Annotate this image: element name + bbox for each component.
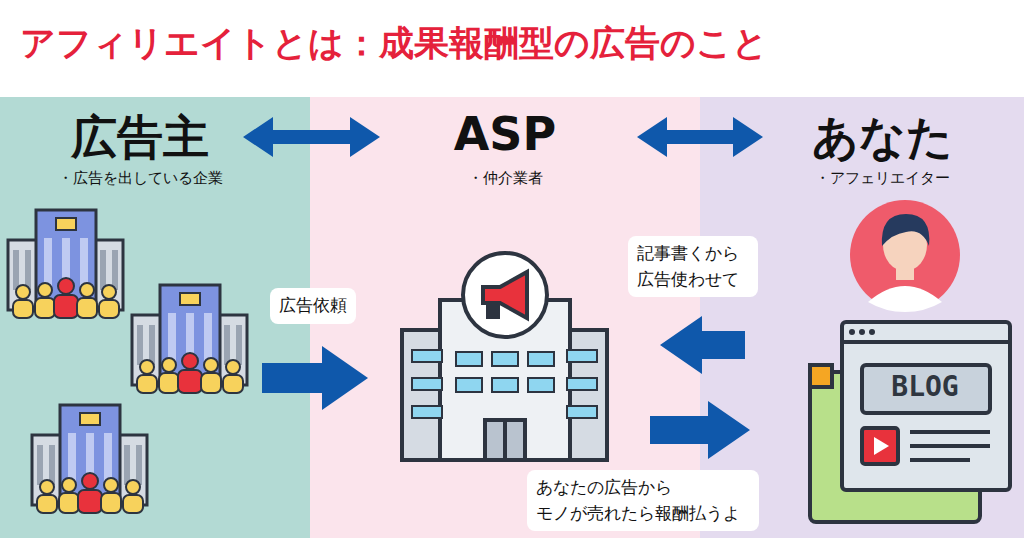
role-heading: あなた bbox=[812, 107, 953, 169]
title: アフィリエイトとは：成果報酬型の広告のこと bbox=[20, 20, 768, 67]
speech-bubble: 記事書くから 広告使わせて bbox=[628, 236, 758, 297]
speech-bubble: あなたの広告から モノが売れたら報酬払うよ bbox=[527, 470, 759, 531]
role-note: ・広告を出している企業 bbox=[58, 169, 223, 188]
role-note: ・アフェリエイター bbox=[815, 169, 950, 188]
role-heading: 広告主 bbox=[71, 107, 209, 169]
role-note: ・仲介業者 bbox=[468, 169, 543, 188]
speech-bubble: 広告依頼 bbox=[270, 288, 356, 324]
role-heading: ASP bbox=[454, 107, 556, 161]
screen-text: BLOG bbox=[870, 370, 980, 403]
